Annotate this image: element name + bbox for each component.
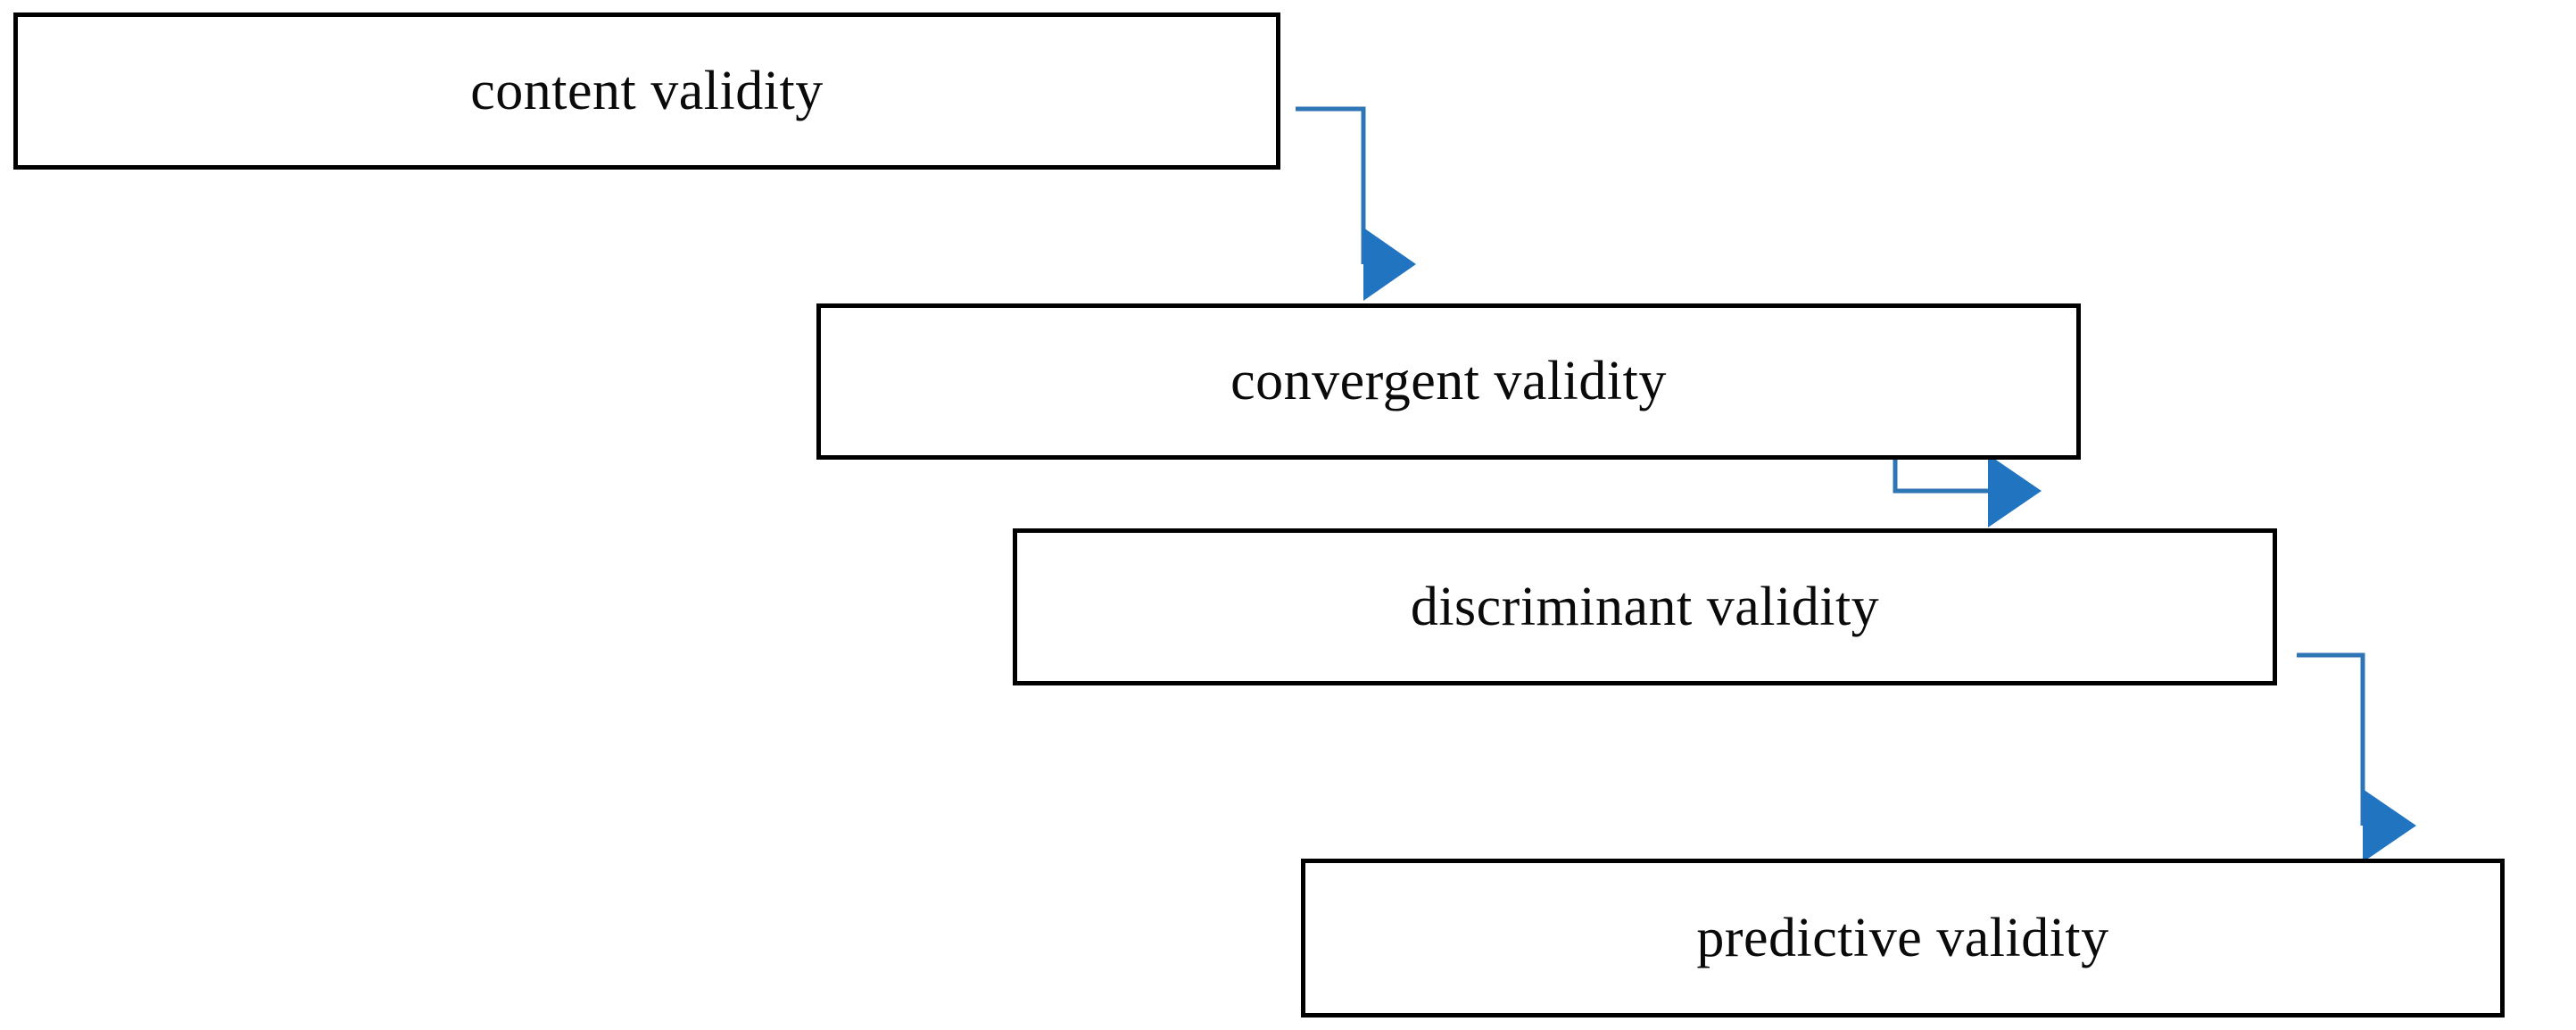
node-content-validity[interactable]: content validity [13, 12, 1280, 170]
node-convergent-validity-label: convergent validity [1230, 351, 1667, 412]
arrow-content-to-convergent-head [1363, 228, 1416, 301]
node-content-validity-label: content validity [470, 60, 824, 121]
node-discriminant-validity[interactable]: discriminant validity [1013, 528, 2277, 685]
node-predictive-validity-label: predictive validity [1696, 907, 2109, 968]
arrow-content-to-convergent-path [1296, 106, 1366, 264]
arrow-discriminant-to-predictive-path [2297, 652, 2365, 826]
node-discriminant-validity-label: discriminant validity [1410, 576, 1880, 637]
arrow-content-to-convergent [1296, 106, 1416, 301]
node-convergent-validity[interactable]: convergent validity [816, 303, 2081, 460]
arrow-discriminant-to-predictive-head [2363, 789, 2416, 862]
node-predictive-validity[interactable]: predictive validity [1301, 859, 2505, 1018]
arrow-discriminant-to-predictive [2297, 652, 2416, 862]
arrow-convergent-to-discriminant-head [1988, 454, 2042, 527]
